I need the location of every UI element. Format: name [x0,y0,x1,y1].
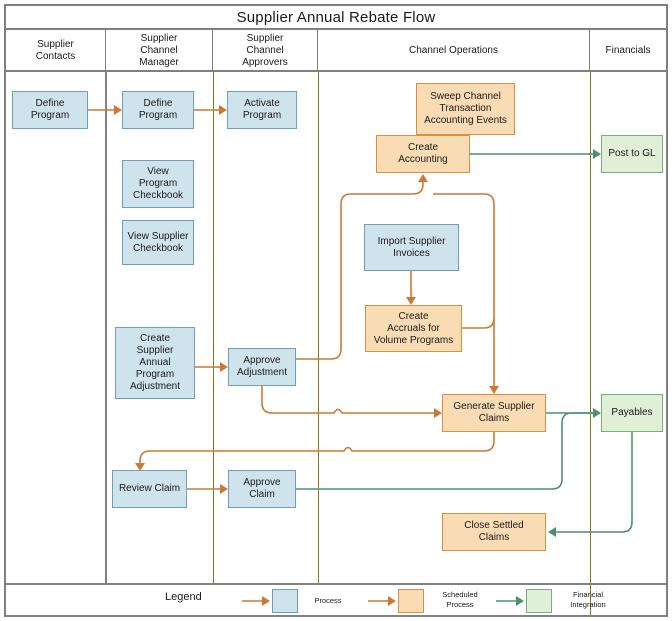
legend-bar [6,583,666,615]
legend-swatch-integration [526,589,552,613]
node-label: Payables [611,407,653,418]
lane-divider-1 [105,72,107,583]
node-label: Review Claim [118,483,181,494]
arrowhead-accruals-to-claims [489,386,499,394]
lane-divider-4 [590,72,591,615]
arrowhead-to-close-settled-claims [548,527,556,537]
node-label: Post to GL [608,148,656,159]
lane-header-channel-operations: Channel Operations [318,30,590,72]
legend-arrowhead-scheduled [388,596,396,606]
legend-swatch-process [272,589,298,613]
arrowhead-to-create-accounting [418,174,428,182]
lane-divider-2 [213,72,214,583]
node-review-claim[interactable]: Review Claim [112,470,187,508]
arrowhead-adjustment-to-approve [220,362,228,372]
node-post-to-gl[interactable]: Post to GL [601,135,663,173]
page-title: Supplier Annual Rebate Flow [236,8,436,26]
arrowhead-to-create-accruals [406,297,416,305]
arrowhead-to-post-to-gl [593,149,601,159]
arrowhead-define-to-define [114,105,122,115]
legend-arrowhead-integration [516,596,524,606]
legend-label-process: Process [314,596,342,605]
diagram-frame [4,4,668,617]
arrowhead-to-payables [593,408,601,418]
diagram-title-bar: Supplier Annual Rebate Flow [6,6,666,30]
arrowhead-to-generate-claims [434,408,442,418]
legend-title: Legend [165,591,202,603]
lane-divider-3 [318,72,319,583]
node-payables[interactable]: Payables [601,394,663,432]
arrowhead-define-to-activate [219,105,227,115]
arrowhead-review-to-approve-claim [220,484,228,494]
arrowhead-to-review-claim [135,463,145,471]
legend-arrowhead-process [262,596,270,606]
legend-swatch-scheduled [398,589,424,613]
lane-header-financials: Financials [605,45,651,56]
